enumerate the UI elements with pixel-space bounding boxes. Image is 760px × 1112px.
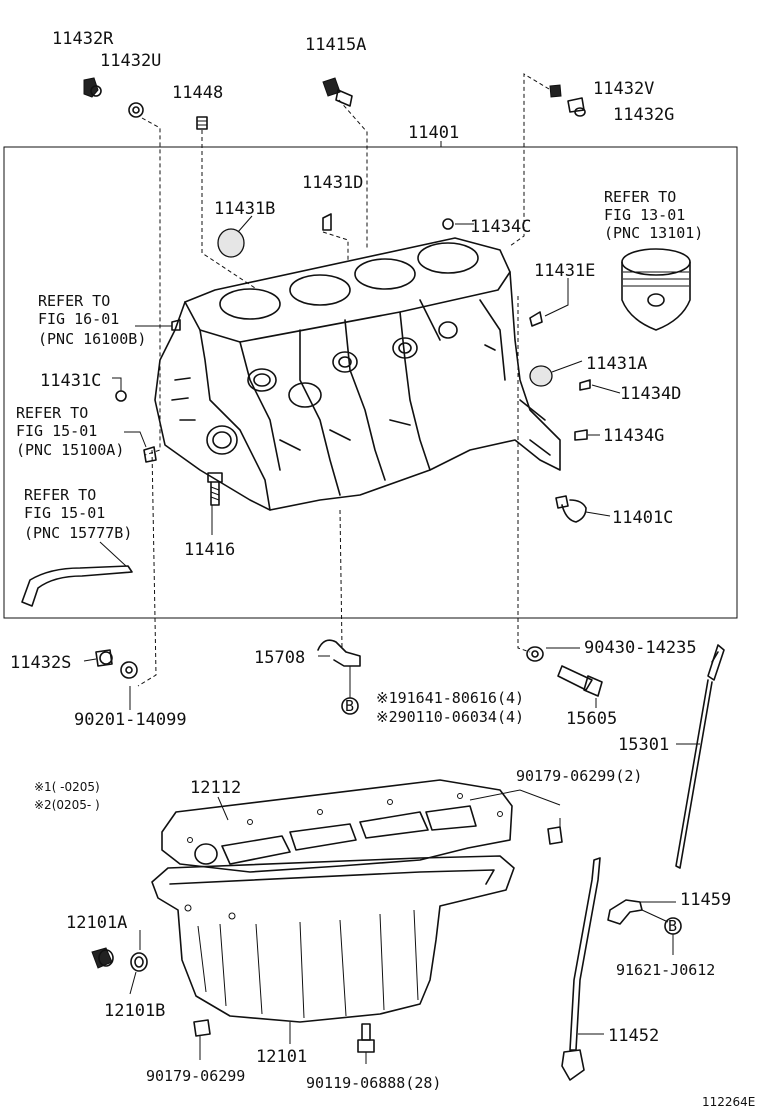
label-11431B: 11431B — [214, 199, 275, 219]
plug-11431B — [217, 228, 245, 258]
label-11416: 11416 — [184, 540, 235, 560]
label-11431A: 11431A — [586, 354, 647, 374]
label-11432G: 11432G — [613, 105, 674, 125]
bolt-90179 — [193, 1019, 211, 1037]
label-11432U: 11432U — [100, 51, 161, 71]
dipstick-guide-11452 — [561, 857, 601, 1081]
label-12101: 12101 — [256, 1047, 307, 1067]
ref-piston-line2: FIG 13-01 — [604, 206, 685, 224]
label-11432R: 11432R — [52, 29, 114, 49]
label-12112: 12112 — [190, 778, 241, 798]
gasket-90430 — [526, 646, 544, 662]
ref-fig15b-line3: (PNC 15777B) — [24, 524, 132, 542]
dash-leader-90430 — [517, 296, 531, 653]
sensor-11415A — [322, 77, 353, 107]
pin-11434D — [579, 379, 591, 391]
dipstick-15301 — [675, 644, 725, 869]
plug-11431E — [529, 311, 543, 327]
label-11434G: 11434G — [603, 426, 664, 446]
label-12101B: 12101B — [104, 1001, 165, 1021]
callout-b-1-text: B — [345, 697, 354, 715]
label-11431E: 11431E — [534, 261, 595, 281]
label-15301: 15301 — [618, 735, 669, 755]
label-11401C: 11401C — [612, 508, 673, 528]
label-11448: 11448 — [172, 83, 223, 103]
label-90201-14099: 90201-14099 — [74, 710, 187, 730]
label-91621-J0612: 91621-J0612 — [616, 961, 715, 979]
piston-drawing — [621, 248, 691, 331]
plug-11431A — [529, 365, 553, 387]
oil-pan-gasket-12112 — [161, 779, 513, 873]
plug-11401C — [555, 495, 587, 523]
label-11431C: 11431C — [40, 371, 101, 391]
bolt-11416 — [207, 472, 223, 506]
plug-11432R — [83, 77, 99, 98]
note-variant-1: ※1( -0205) — [34, 780, 100, 794]
ref-fig15b-line1: REFER TO — [24, 486, 96, 504]
label-90119-06888: 90119-06888(28) — [306, 1074, 441, 1092]
plug-11431D — [322, 213, 332, 231]
label-11401: 11401 — [408, 123, 459, 143]
cylinder-block-drawing — [154, 237, 561, 511]
plug-11432S — [95, 649, 113, 667]
ref-fig15a-line1: REFER TO — [16, 404, 88, 422]
ref-piston-line3: (PNC 13101) — [604, 224, 703, 242]
label-11459: 11459 — [680, 890, 731, 910]
label-12101A: 12101A — [66, 913, 127, 933]
gasket-12101B — [130, 952, 148, 972]
callout-b-1 — [341, 697, 359, 715]
block-group-frame — [3, 146, 738, 619]
label-11432V: 11432V — [593, 79, 654, 99]
gasket-90201 — [120, 661, 138, 679]
bolt-15605 — [557, 665, 603, 697]
tube-15777B — [21, 565, 133, 607]
label-90179-06299: 90179-06299 — [146, 1067, 245, 1085]
label-11434D: 11434D — [620, 384, 681, 404]
gasket-11432U — [128, 102, 144, 118]
bolt-90179-2 — [547, 826, 563, 845]
gasket-11432V — [549, 84, 562, 98]
oil-pan-12101 — [151, 855, 515, 1023]
label-11415A: 11415A — [305, 35, 366, 55]
pin-11434C — [442, 218, 454, 230]
label-11431D: 11431D — [302, 173, 363, 193]
bracket-11459 — [607, 899, 643, 925]
callout-b-2-text: B — [668, 917, 677, 935]
ref-fig15b-line2: FIG 15-01 — [24, 504, 105, 522]
ref-fig15a-line2: FIG 15-01 — [16, 422, 97, 440]
label-11434C: 11434C — [470, 217, 531, 237]
label-90179-06299-2: 90179-06299(2) — [516, 767, 642, 785]
ref-piston-line1: REFER TO — [604, 188, 676, 206]
label-15605: 15605 — [566, 709, 617, 729]
label-15708: 15708 — [254, 648, 305, 668]
figure-id: 112264E — [702, 1095, 755, 1109]
ref-fig16-line2: FIG 16-01 — [38, 310, 119, 328]
plug-11448 — [196, 116, 208, 130]
ref-fig15a-line3: (PNC 15100A) — [16, 441, 124, 459]
dash-leader-11432U — [141, 117, 161, 456]
sensor-15708 — [317, 639, 361, 698]
plug-11431C — [115, 390, 127, 402]
label-11432S: 11432S — [10, 653, 71, 673]
label-11452: 11452 — [608, 1026, 659, 1046]
label-91641-80616: ※191641-80616(4) — [376, 689, 524, 707]
ref-fig16-line3: (PNC 16100B) — [38, 330, 146, 348]
ref-fig16-line1: REFER TO — [38, 292, 110, 310]
label-90430-14235: 90430-14235 — [584, 638, 697, 658]
pin-11434G — [574, 429, 588, 441]
note-variant-2: ※2(0205- ) — [34, 798, 100, 812]
stud-90119 — [357, 1023, 375, 1053]
label-90110-06034: ※290110-06034(4) — [376, 708, 524, 726]
